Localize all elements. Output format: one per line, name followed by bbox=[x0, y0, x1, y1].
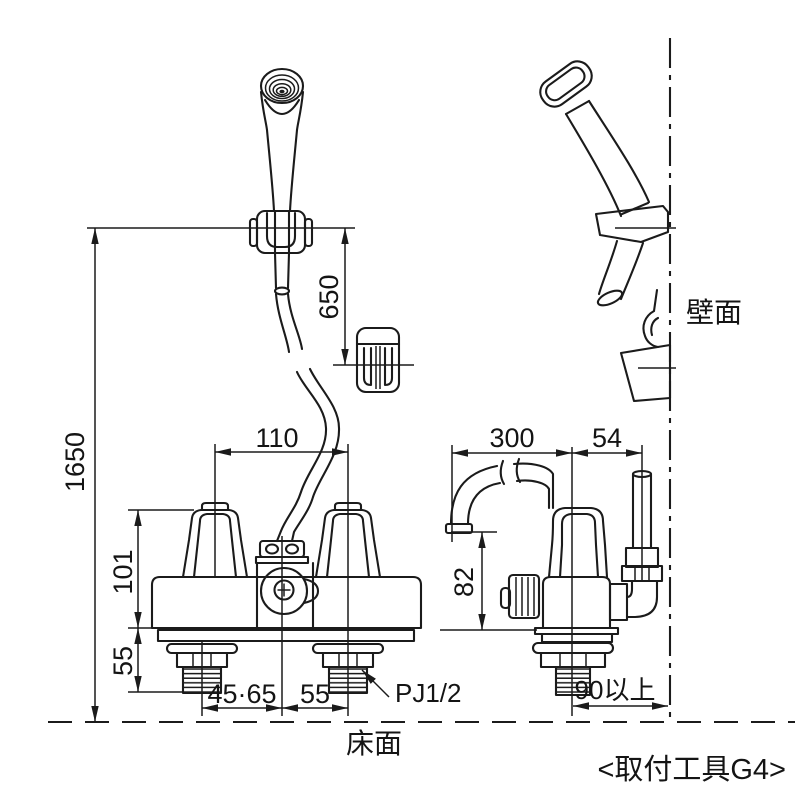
shower-holder-front-view bbox=[248, 209, 314, 255]
mounting-tool-label: <取付工具G4> bbox=[597, 753, 786, 786]
dimension-overall-height: 1650 bbox=[60, 228, 99, 722]
dimension-pitch-adjustable: 45·65 bbox=[202, 679, 282, 712]
dimension-shower-hook-height: 650 bbox=[314, 228, 349, 365]
shower-hook-front-view bbox=[355, 326, 401, 394]
shower-head-front-view bbox=[259, 67, 305, 296]
spray-center-dot bbox=[279, 89, 285, 94]
dim-spout-outlet-height-label: 82 bbox=[449, 567, 479, 597]
diverter-screw bbox=[273, 579, 295, 601]
dim-handle-span-label: 110 bbox=[255, 423, 298, 453]
shower-head-side-view bbox=[539, 60, 670, 307]
spout bbox=[444, 457, 555, 535]
floor-surface-label: 床面 bbox=[346, 728, 402, 759]
dim-shank-length-label: 55 bbox=[108, 646, 138, 676]
wall-surface-label: 壁面 bbox=[686, 297, 742, 328]
dimension-pitch-center-right: 55 bbox=[282, 679, 348, 712]
faucet-side-view bbox=[444, 445, 664, 716]
dim-wall-clearance-label: 90以上 bbox=[575, 675, 656, 705]
dim-center-to-wall-label: 54 bbox=[592, 423, 622, 453]
shower-elbow-and-pipe bbox=[608, 469, 664, 622]
dimension-spout-reach: 300 bbox=[451, 423, 572, 542]
wall-hook-side-view bbox=[619, 288, 676, 403]
dim-overall-height-label: 1650 bbox=[60, 432, 90, 492]
faucet-front-view bbox=[150, 444, 423, 716]
shower-holder-side-view bbox=[594, 204, 670, 244]
faucet-body-side bbox=[541, 575, 612, 630]
shower-hose-front-view bbox=[274, 292, 341, 543]
thread-spec-callout: PJ1/2 bbox=[361, 669, 462, 708]
dim-pitch-center-right-label: 55 bbox=[300, 679, 330, 709]
thread-spec-label: PJ1/2 bbox=[395, 678, 462, 708]
dim-pitch-adjustable-label: 45·65 bbox=[207, 679, 276, 709]
dimension-handle-span: 110 bbox=[215, 423, 348, 456]
side-deck-and-shank bbox=[531, 626, 620, 697]
faucet-body-front bbox=[150, 575, 423, 630]
diverter-knob bbox=[255, 561, 320, 630]
dim-body-height-label: 101 bbox=[108, 549, 138, 594]
dimension-shank-length: 55 bbox=[108, 628, 142, 692]
dimension-spout-outlet-height: 82 bbox=[440, 531, 537, 631]
dimension-wall-clearance: 90以上 bbox=[573, 675, 668, 710]
reference-lines bbox=[48, 38, 795, 724]
side-handle bbox=[547, 506, 609, 579]
dim-spout-reach-label: 300 bbox=[489, 423, 534, 453]
dim-shower-hook-height-label: 650 bbox=[314, 274, 344, 319]
dimension-center-to-wall: 54 bbox=[572, 423, 642, 457]
flow-adjust-knob bbox=[499, 573, 541, 620]
deck-plate-front bbox=[156, 628, 416, 643]
